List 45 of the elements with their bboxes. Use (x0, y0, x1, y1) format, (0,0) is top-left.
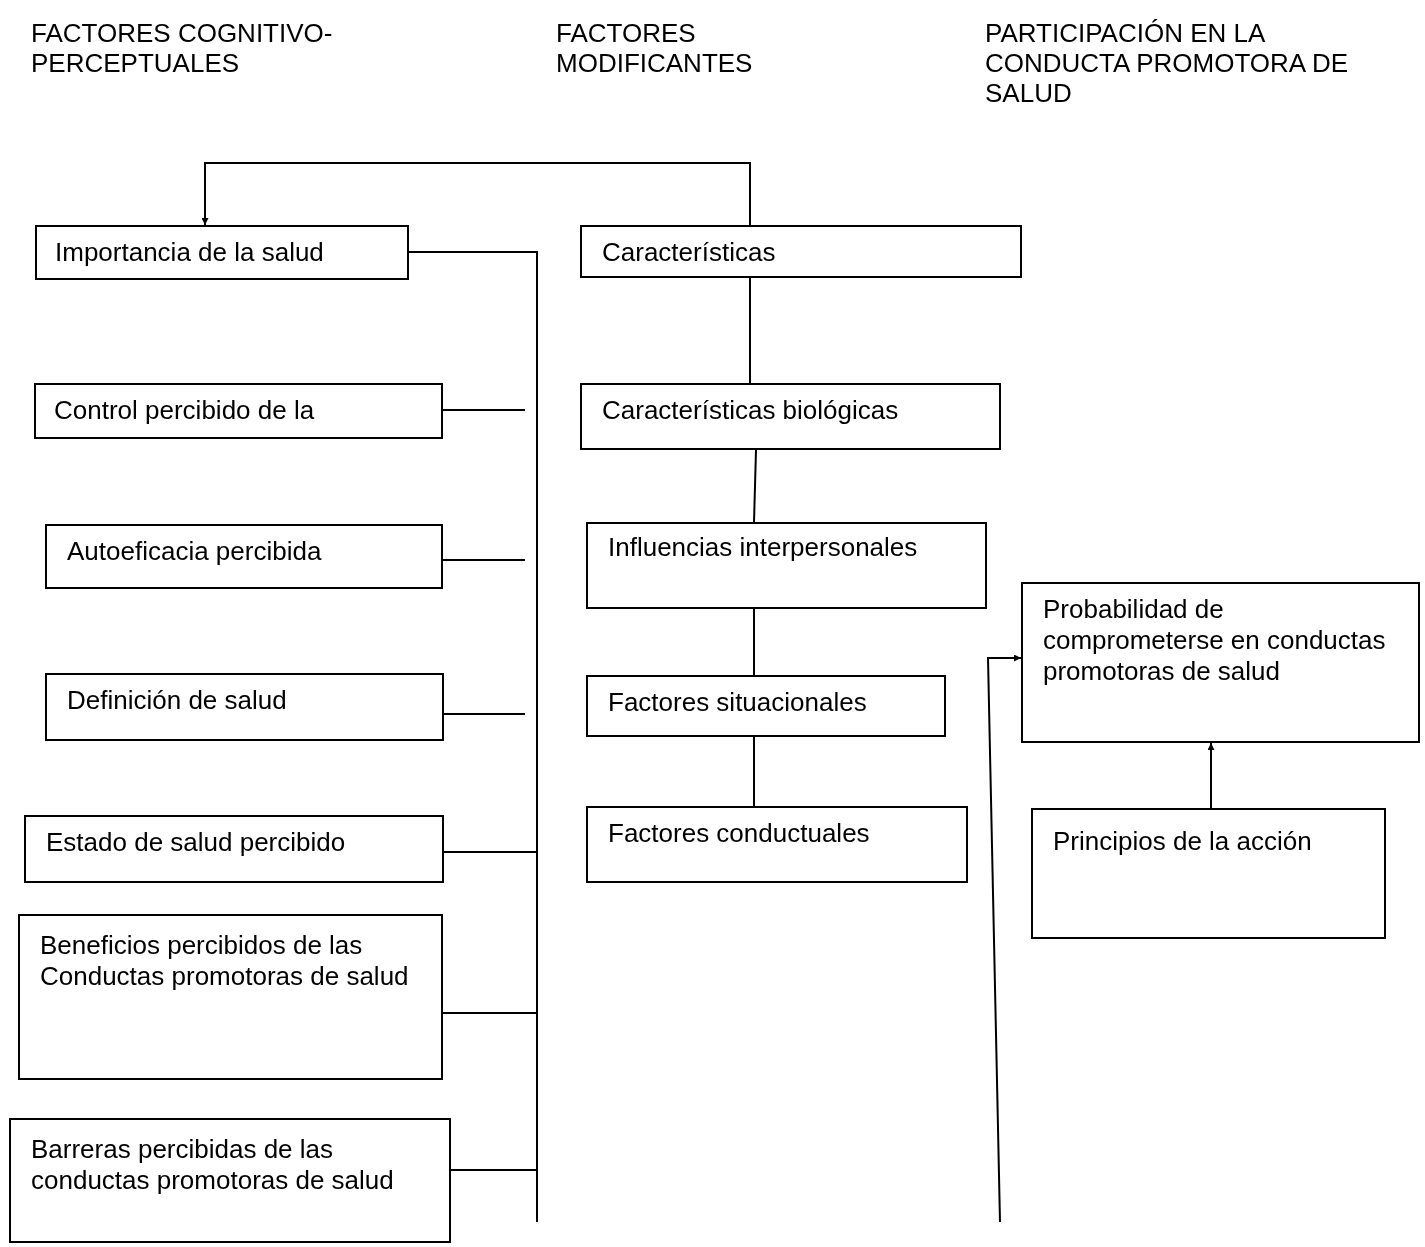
column-heading: PARTICIPACIÓN EN LA CONDUCTA PROMOTORA DE SALUD (985, 18, 1350, 108)
connector-line (443, 851, 538, 853)
arrow (1207, 742, 1215, 809)
concept-box (35, 225, 409, 280)
box-text: Principios de la acción (1053, 826, 1313, 857)
concept-box (18, 914, 443, 1080)
box-text: Características (602, 237, 777, 268)
concept-box (586, 675, 946, 737)
connector-line (442, 559, 526, 561)
connector-line (753, 608, 755, 676)
concept-box (45, 673, 444, 741)
box-text: Características biológicas (602, 395, 900, 426)
concept-box (9, 1118, 451, 1243)
arrow (986, 654, 1022, 1223)
concept-box (580, 225, 1022, 278)
box-text: Importancia de la salud (55, 237, 325, 268)
box-text: Beneficios percibidos de las Conductas promotoras de salud (40, 930, 410, 992)
box-text: Factores situacionales (608, 687, 868, 718)
connector-line (450, 1169, 538, 1171)
connector-line (442, 1012, 538, 1014)
box-text: Definición de salud (67, 685, 288, 716)
concept-box (586, 806, 968, 883)
concept-box (24, 815, 444, 883)
box-text: Influencias interpersonales (608, 532, 919, 563)
connector-line (753, 736, 755, 807)
connector-line (443, 713, 526, 715)
connector-line (442, 409, 526, 411)
concept-box (1031, 808, 1386, 939)
column-heading: FACTORES COGNITIVO- PERCEPTUALES (31, 18, 334, 78)
box-text: Factores conductuales (608, 818, 871, 849)
column-heading: FACTORES MODIFICANTES (556, 18, 754, 78)
box-text: Estado de salud percibido (46, 827, 347, 858)
connector-line (753, 449, 757, 523)
box-text: Probabilidad de comprometerse en conductas promotoras de salud (1043, 594, 1387, 687)
box-text: Autoeficacia percibida (67, 536, 323, 567)
connector-line (408, 251, 538, 1223)
concept-box (586, 522, 987, 609)
arrow (201, 162, 751, 226)
box-text: Barreras percibidas de las conductas promotoras de salud (31, 1134, 395, 1196)
box-text: Control percibido de la (54, 395, 316, 426)
concept-box (45, 524, 443, 589)
concept-box (1021, 582, 1420, 743)
connector-line (749, 277, 751, 384)
concept-box (580, 383, 1001, 450)
concept-box (34, 383, 443, 439)
